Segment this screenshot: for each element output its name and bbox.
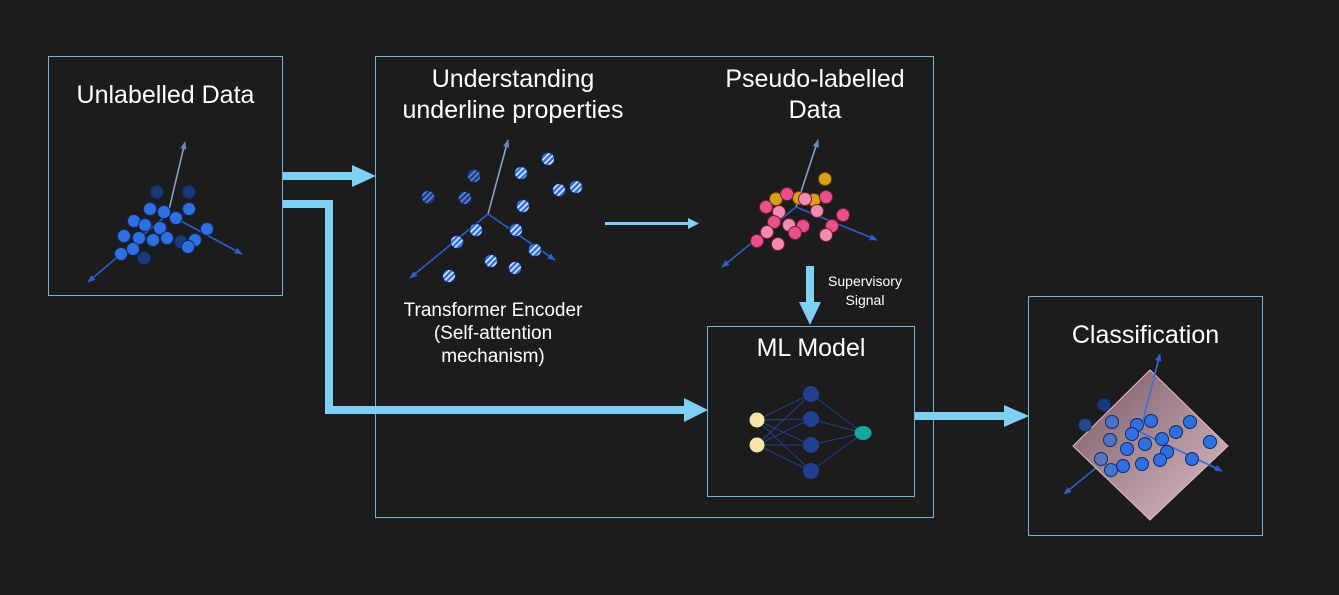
understanding-title: Understanding underline properties: [402, 65, 624, 124]
feature-learning-box: [375, 56, 934, 518]
pseudo-labelled-title: Pseudo-labelled Data: [725, 65, 905, 124]
transformer-encoder-label: Transformer Encoder (Self-attention mech…: [403, 300, 583, 368]
ml-model-title: ML Model: [756, 334, 866, 362]
unlabelled-data-box: [48, 56, 283, 296]
unlabelled-data-title: Unlabelled Data: [76, 81, 255, 109]
classification-title: Classification: [1071, 321, 1220, 349]
supervisory-signal-label: Supervisory Signal: [828, 273, 902, 308]
flow-arrow-to-encoder: [283, 165, 376, 187]
